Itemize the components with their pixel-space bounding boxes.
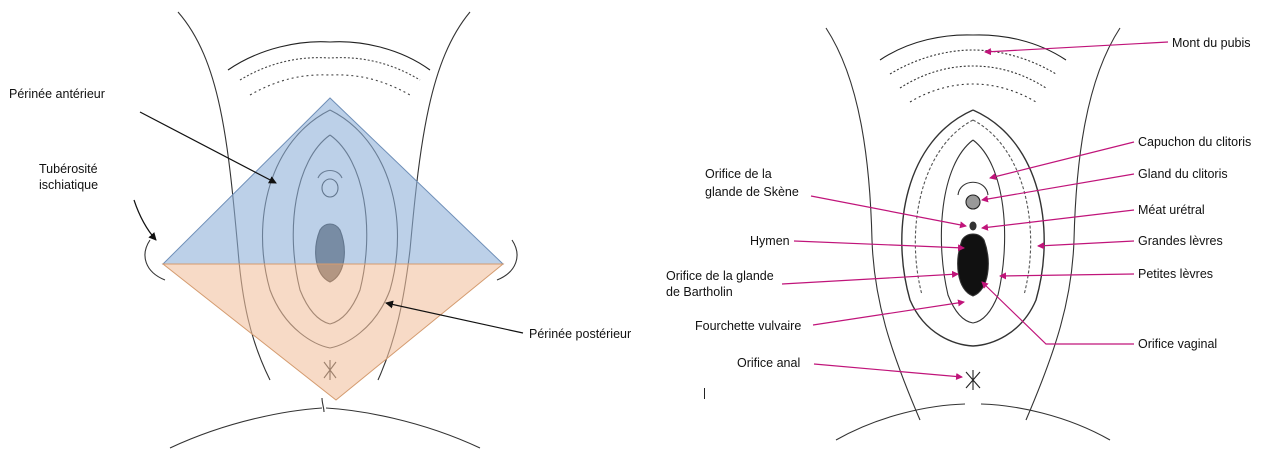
leader-orifice-anal [814,364,962,377]
label-bartholin-line1: Orifice de la glande [666,268,774,284]
anterior-perineum-triangle [163,98,503,264]
arrow-perinee-anterieur [140,112,276,183]
label-skene-line2: glande de Skène [705,184,799,200]
label-perinee-posterieur: Périnée postérieur [529,326,631,342]
label-bartholin-line2: de Bartholin [666,284,733,300]
label-skene-line1: Orifice de la [705,166,772,182]
arrow-tuberosite [134,200,156,240]
label-meat: Méat urétral [1138,202,1205,218]
label-fourchette: Fourchette vulvaire [695,318,801,334]
label-orifice-vaginal: Orifice vaginal [1138,336,1217,352]
label-capuchon: Capuchon du clitoris [1138,134,1251,150]
label-gland: Gland du clitoris [1138,166,1228,182]
label-tuberosite-line2: ischiatique [39,177,98,193]
leader-hymen [794,241,964,248]
right-leader-lines [782,42,1168,377]
leader-fourchette [813,302,964,325]
posterior-perineum-triangle [163,264,503,400]
label-grandes-levres: Grandes lèvres [1138,233,1223,249]
label-perinee-anterieur: Périnée antérieur [9,86,105,102]
leader-gland [982,174,1134,200]
leader-meat [982,210,1134,228]
right-vulva-drawing [826,28,1120,440]
leader-grandes-levres [1038,241,1134,246]
text-cursor-mark [704,388,705,399]
leader-petites-levres [1000,274,1134,276]
label-mont-du-pubis: Mont du pubis [1172,35,1251,51]
label-orifice-anal: Orifice anal [737,355,800,371]
label-petites-levres: Petites lèvres [1138,266,1213,282]
label-hymen: Hymen [750,233,790,249]
label-tuberosite-line1: Tubérosité [39,161,98,177]
leader-mont-du-pubis [985,42,1168,52]
leader-bartholin [782,274,958,284]
